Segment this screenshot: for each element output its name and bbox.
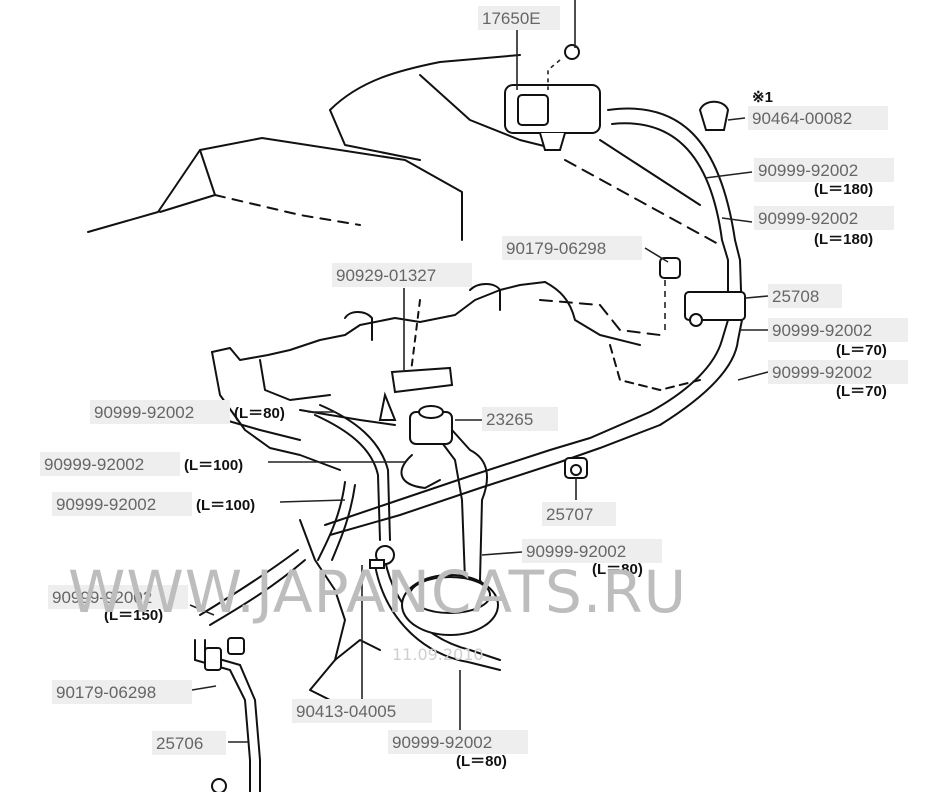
label-90999-92002-e: 90999-92002 bbox=[94, 403, 194, 422]
label-25706: 25706 bbox=[156, 734, 203, 753]
label-25708: 25708 bbox=[772, 287, 819, 306]
tee-90413 bbox=[369, 545, 395, 569]
engine-outline bbox=[87, 54, 721, 701]
label-90999-92002-f: 90999-92002 bbox=[44, 455, 144, 474]
nut-90179-lower bbox=[204, 637, 245, 671]
note-ref-1: ※1 bbox=[752, 89, 773, 106]
part-labels: 17650E ※1 90464-00082 90999-92002 (L＝180… bbox=[40, 6, 908, 770]
label-90179-06298-b: 90179-06298 bbox=[56, 683, 156, 702]
label-90179-06298-a: 90179-06298 bbox=[506, 239, 606, 258]
label-90999-92002-c: 90999-92002 bbox=[772, 321, 872, 340]
label-90999-92002-a: 90999-92002 bbox=[758, 161, 858, 180]
length-c: (L＝70) bbox=[836, 342, 887, 359]
clamp-90929 bbox=[378, 366, 454, 421]
bracket-25708 bbox=[659, 257, 746, 327]
canister-lower bbox=[401, 574, 499, 636]
bracket-25707 bbox=[564, 457, 588, 479]
length-j: (L＝80) bbox=[456, 753, 507, 770]
length-b: (L＝180) bbox=[814, 231, 873, 248]
length-g: (L＝100) bbox=[196, 497, 255, 514]
label-90999-92002-h: 90999-92002 bbox=[526, 542, 626, 561]
label-90999-92002-g: 90999-92002 bbox=[56, 495, 156, 514]
length-d: (L＝70) bbox=[836, 383, 887, 400]
length-e: (L＝80) bbox=[234, 405, 285, 422]
label-90929-01327: 90929-01327 bbox=[336, 266, 436, 285]
label-90413-04005: 90413-04005 bbox=[296, 702, 396, 721]
label-90999-92002-b: 90999-92002 bbox=[758, 209, 858, 228]
watermark-date: 11.09.2010 bbox=[392, 645, 484, 664]
clamp-90464 bbox=[698, 100, 730, 131]
length-f: (L＝100) bbox=[184, 457, 243, 474]
label-25707: 25707 bbox=[546, 505, 593, 524]
label-90999-92002-j: 90999-92002 bbox=[392, 733, 492, 752]
length-a: (L＝180) bbox=[814, 181, 873, 198]
label-17650e: 17650E bbox=[482, 9, 541, 28]
length-h: (L＝80) bbox=[592, 561, 643, 578]
label-90999-92002-d: 90999-92002 bbox=[772, 363, 872, 382]
label-90999-92002-i: 90999-92002 bbox=[52, 588, 152, 607]
vsv-23265 bbox=[409, 405, 453, 445]
leader-lines bbox=[189, 0, 769, 743]
length-i: (L＝150) bbox=[104, 607, 163, 624]
label-90464-00082: 90464-00082 bbox=[752, 109, 852, 128]
vsv-17650e bbox=[504, 44, 601, 151]
watermark-text: WWW.JAPANCATS.RU bbox=[68, 558, 687, 626]
watermark: WWW.JAPANCATS.RU 11.09.2010 bbox=[68, 558, 687, 664]
gasket-icon bbox=[211, 778, 227, 792]
label-23265: 23265 bbox=[486, 410, 533, 429]
